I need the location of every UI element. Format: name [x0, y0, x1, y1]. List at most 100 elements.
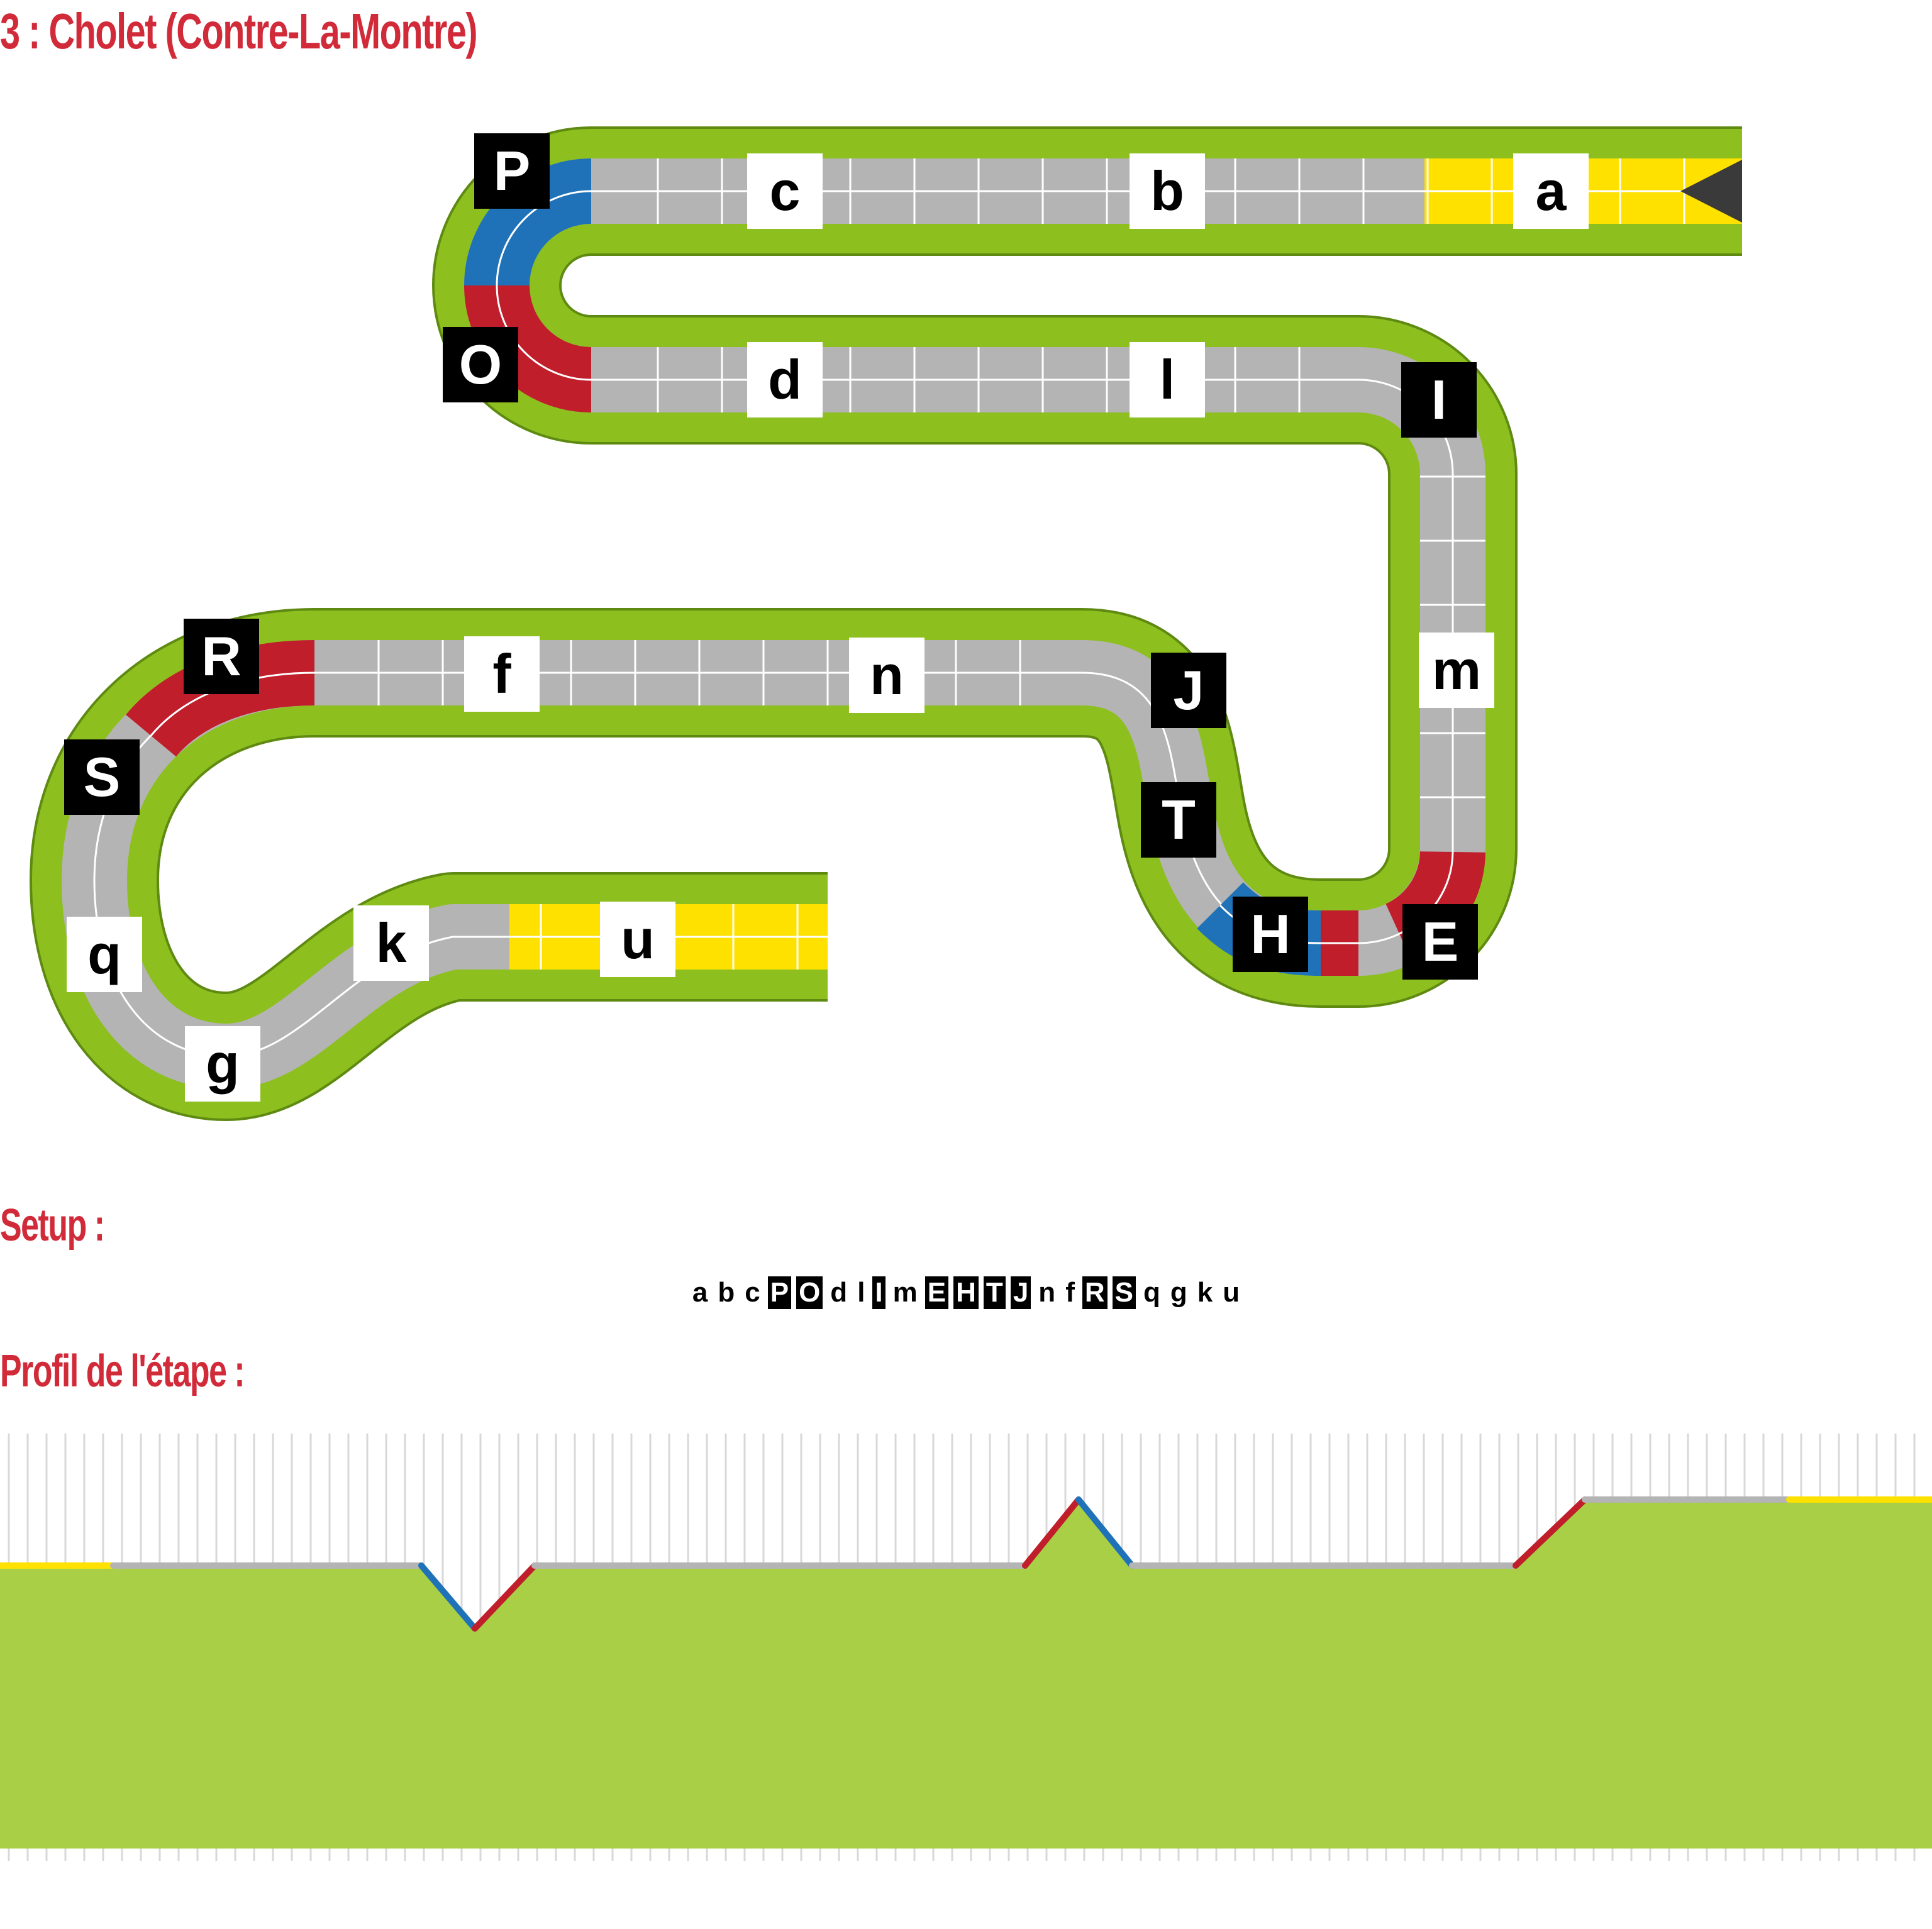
setup-token-I: I — [872, 1276, 886, 1309]
tile-a: a — [1513, 153, 1589, 229]
setup-token-H: H — [953, 1276, 979, 1309]
tile-n-label: n — [870, 644, 904, 706]
tile-b: b — [1130, 153, 1205, 229]
stage-profile — [0, 1434, 1932, 1861]
tile-c-label: c — [770, 160, 801, 222]
setup-token-f: f — [1065, 1277, 1075, 1308]
tile-l: l — [1130, 342, 1205, 417]
tile-f-box — [464, 636, 540, 712]
tile-E: E — [1402, 904, 1478, 980]
setup-token-R: R — [1082, 1276, 1108, 1309]
tile-d-label: d — [768, 348, 802, 411]
tile-H-label: H — [1250, 903, 1291, 965]
tile-E-label: E — [1422, 910, 1459, 973]
tile-b-box — [1130, 153, 1205, 229]
tile-E-box — [1402, 904, 1478, 980]
tile-R-box — [184, 619, 259, 694]
tile-c: c — [747, 153, 823, 229]
profile-segment-climb — [1513, 1496, 1588, 1569]
tile-n-box — [849, 638, 924, 713]
setup-token-E: E — [924, 1276, 949, 1309]
track-layer — [30, 126, 1742, 1121]
tile-q-box — [67, 917, 142, 992]
tile-f: f — [464, 636, 540, 712]
tile-P-box — [474, 133, 550, 209]
climb-zone-1-divider — [496, 285, 592, 381]
tile-m-box — [1419, 633, 1494, 708]
tile-a-label: a — [1536, 160, 1567, 222]
setup-token-q: q — [1143, 1277, 1160, 1308]
tile-H-box — [1233, 897, 1308, 972]
tile-O: O — [443, 327, 518, 402]
profile-line — [0, 1496, 1932, 1632]
tile-u: u — [600, 902, 675, 977]
tile-T: T — [1141, 782, 1216, 858]
profile-heading: Profil de l'étape : — [0, 1346, 245, 1396]
tile-c-box — [747, 153, 823, 229]
setup-token-n: n — [1038, 1277, 1056, 1308]
setup-token-P: P — [767, 1276, 792, 1309]
stage-title: 3 : Cholet (Contre-La-Montre) — [0, 3, 478, 59]
tile-f-label: f — [492, 643, 511, 705]
tile-d: d — [747, 342, 823, 417]
tile-S-box — [64, 739, 140, 815]
tile-H: H — [1233, 897, 1308, 972]
setup-token-a: a — [692, 1277, 708, 1308]
tile-l-box — [1130, 342, 1205, 417]
setup-token-J: J — [1010, 1276, 1031, 1309]
setup-token-u: u — [1223, 1277, 1240, 1308]
setup-token-m: m — [892, 1277, 918, 1308]
tile-I: I — [1401, 362, 1477, 438]
tile-u-box — [600, 902, 675, 977]
tile-O-box — [443, 327, 518, 402]
setup-heading: Setup : — [0, 1200, 105, 1251]
tile-k: k — [353, 905, 429, 981]
tile-k-label: k — [376, 912, 408, 974]
profile-segment-descent — [418, 1562, 478, 1632]
tile-m-label: m — [1432, 639, 1481, 701]
tile-b-label: b — [1150, 160, 1184, 222]
tile-S-label: S — [84, 746, 121, 808]
tile-n: n — [849, 638, 924, 713]
tile-T-box — [1141, 782, 1216, 858]
tile-m: m — [1419, 633, 1494, 708]
tile-q: q — [67, 917, 142, 992]
tile-k-box — [353, 905, 429, 981]
tile-J-box — [1151, 653, 1226, 728]
tile-T-label: T — [1162, 788, 1196, 851]
setup-token-S: S — [1112, 1276, 1136, 1309]
tile-O-label: O — [459, 333, 502, 395]
profile-segment-descent — [1075, 1496, 1135, 1569]
tile-S: S — [64, 739, 140, 815]
setup-token-d: d — [830, 1277, 848, 1308]
setup-token-c: c — [745, 1277, 760, 1308]
tile-g-box — [185, 1026, 260, 1102]
tile-R: R — [184, 619, 259, 694]
tile-g: g — [185, 1026, 260, 1102]
tile-P-label: P — [494, 140, 531, 202]
setup-token-b: b — [718, 1277, 735, 1308]
setup-token-k: k — [1197, 1277, 1213, 1308]
tile-d-box — [747, 342, 823, 417]
tile-g-label: g — [206, 1032, 240, 1095]
profile-area — [0, 1500, 1932, 1849]
tile-J-label: J — [1174, 659, 1204, 721]
descent-zone-1-divider — [496, 190, 592, 286]
profile-segment-climb — [1022, 1496, 1082, 1569]
setup-token-T: T — [983, 1276, 1006, 1309]
setup-token-l: l — [857, 1277, 865, 1308]
tile-I-label: I — [1431, 368, 1446, 431]
tile-q-label: q — [87, 923, 121, 985]
tile-J: J — [1151, 653, 1226, 728]
setup-token-O: O — [796, 1276, 823, 1309]
start-arrow-icon — [1680, 160, 1742, 223]
tile-l-label: l — [1160, 348, 1175, 411]
tile-R-label: R — [201, 625, 242, 687]
profile-segment-climb — [472, 1562, 538, 1632]
setup-token-g: g — [1170, 1277, 1187, 1308]
tile-P: P — [474, 133, 550, 209]
tile-u-label: u — [621, 908, 655, 970]
